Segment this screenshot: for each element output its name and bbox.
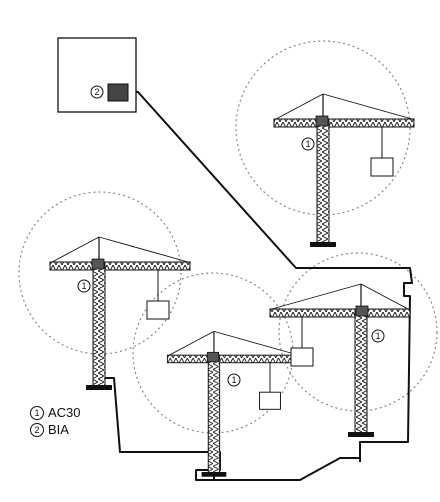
controller-marker-circle bbox=[90, 85, 104, 99]
crane-marker-number: 1 bbox=[81, 281, 86, 291]
controller-marker-number: 2 bbox=[94, 87, 99, 97]
crane-marker-circle bbox=[371, 329, 385, 343]
legend: 1 AC30 2 BIA bbox=[30, 404, 81, 438]
crane-marker-circle bbox=[301, 137, 315, 151]
crane-marker-number: 1 bbox=[305, 139, 310, 149]
controller-unit: 2 bbox=[57, 37, 137, 113]
legend-item-ac30: 1 AC30 bbox=[30, 404, 81, 421]
coverage-circle-right bbox=[278, 252, 438, 412]
coverage-circle-left bbox=[18, 191, 182, 355]
legend-label: AC30 bbox=[48, 405, 81, 420]
crane-right: 1 bbox=[269, 283, 411, 438]
crane-marker-number: 1 bbox=[231, 375, 236, 385]
crane-center: 1 bbox=[166, 330, 301, 478]
bia-module bbox=[107, 83, 129, 102]
legend-item-bia: 2 BIA bbox=[30, 421, 81, 438]
legend-number: 2 bbox=[30, 422, 44, 437]
crane-top-right: 1 bbox=[273, 93, 415, 248]
legend-number: 1 bbox=[30, 405, 44, 420]
legend-label: BIA bbox=[48, 422, 69, 437]
crane-marker-circle bbox=[77, 279, 91, 293]
crane-left: 1 bbox=[49, 236, 191, 391]
crane-marker-number: 1 bbox=[375, 331, 380, 341]
crane-marker-circle bbox=[227, 373, 241, 387]
